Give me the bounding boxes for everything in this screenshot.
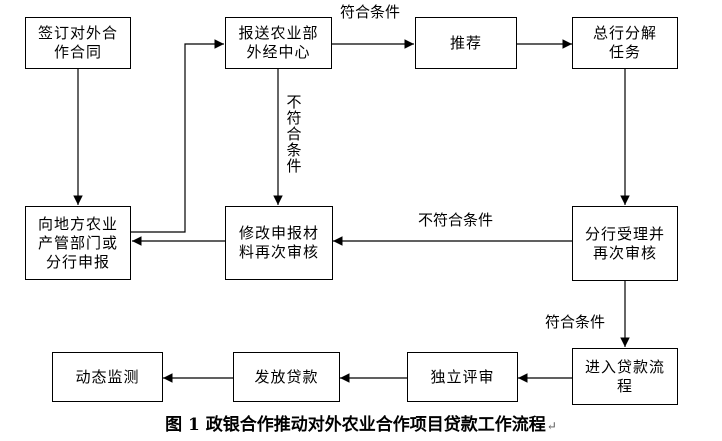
node-sign-contract-label: 签订对外合 作合同 xyxy=(37,24,118,61)
label-meets-top: 符合条件 xyxy=(340,3,401,21)
node-disburse: 发放贷款 xyxy=(233,352,340,402)
node-branch-review: 分行受理并 再次审核 xyxy=(572,206,678,281)
node-revise: 修改申报材 料再次审核 xyxy=(225,206,333,280)
node-disburse-label: 发放贷款 xyxy=(254,367,319,386)
paragraph-mark: ↵ xyxy=(546,419,557,433)
node-sign-contract: 签订对外合 作合同 xyxy=(25,17,131,69)
node-independent-review: 独立评审 xyxy=(407,352,518,402)
node-branch-review-label: 分行受理并 再次审核 xyxy=(584,224,665,262)
node-loan-process-label: 进入贷款流 程 xyxy=(584,357,665,395)
node-local-report: 向地方农业 产管部门或 分行申报 xyxy=(25,206,131,280)
node-submit-center: 报送农业部 外经中心 xyxy=(225,17,332,69)
node-recommend: 推荐 xyxy=(415,17,517,69)
node-recommend-label: 推荐 xyxy=(449,33,482,52)
node-independent-review-label: 独立评审 xyxy=(430,367,495,386)
node-monitor: 动态监测 xyxy=(52,352,163,402)
node-submit-center-label: 报送农业部 外经中心 xyxy=(238,24,319,61)
node-revise-label: 修改申报材 料再次审核 xyxy=(238,224,319,261)
label-meets-right: 符合条件 xyxy=(545,313,606,331)
label-not-meets-vertical: 不符合条件 xyxy=(286,93,302,175)
label-not-meets-middle: 不符合条件 xyxy=(418,211,494,229)
figure-caption-text: 图 1 政银合作推动对外农业合作项目贷款工作流程 xyxy=(165,415,546,435)
node-head-assign-label: 总行分解 任务 xyxy=(592,24,657,61)
figure-caption: 图 1 政银合作推动对外农业合作项目贷款工作流程↵ xyxy=(0,410,722,435)
arrow-local-to-submit xyxy=(131,39,224,233)
node-local-report-label: 向地方农业 产管部门或 分行申报 xyxy=(37,214,118,271)
node-loan-process: 进入贷款流 程 xyxy=(572,348,678,405)
node-monitor-label: 动态监测 xyxy=(75,367,140,386)
node-head-assign: 总行分解 任务 xyxy=(572,17,678,69)
